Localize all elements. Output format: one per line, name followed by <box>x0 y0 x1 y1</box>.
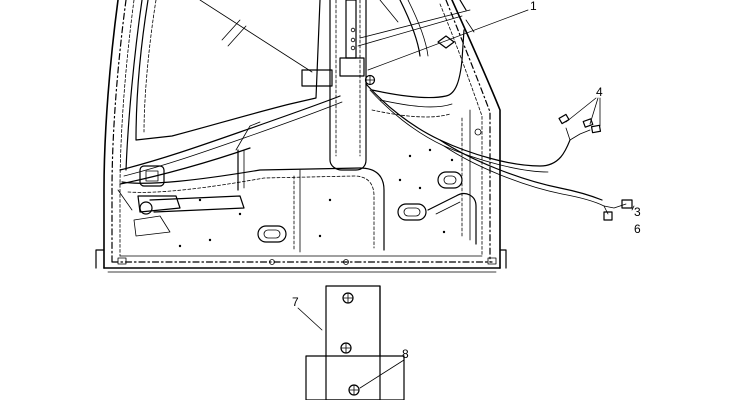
windshield <box>135 0 321 141</box>
leader-4b <box>589 97 599 125</box>
leader-4a <box>565 97 597 123</box>
leader-lines <box>199 0 635 389</box>
floor-plate <box>121 148 477 253</box>
wire-harness <box>365 83 633 221</box>
callout-3: 3 <box>634 205 641 219</box>
wiper-motor <box>117 121 261 237</box>
callout-1: 1 <box>530 0 537 13</box>
leader-sticker <box>199 0 313 73</box>
callout-6: 6 <box>634 222 641 236</box>
leader-3 <box>631 205 635 211</box>
callout-8: 8 <box>402 347 409 361</box>
centre-pillar <box>301 0 376 171</box>
bracket-assembly <box>305 285 405 400</box>
leader-1b <box>359 9 471 39</box>
callout-4: 4 <box>596 85 603 99</box>
leader-1 <box>367 9 529 71</box>
leader-1c <box>357 15 463 47</box>
callout-7: 7 <box>292 295 299 309</box>
leader-7 <box>297 307 323 331</box>
leader-8 <box>359 359 405 389</box>
door-frame <box>371 0 482 241</box>
